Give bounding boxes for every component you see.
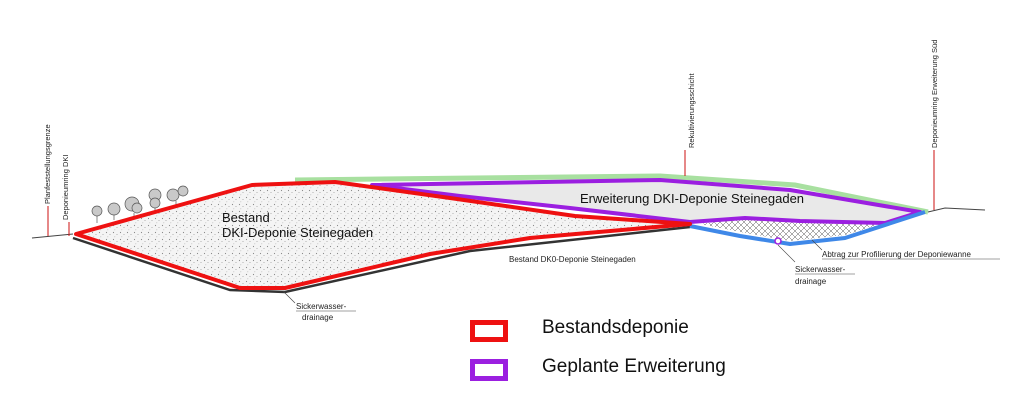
label-deponieumring-dki: Deponieumring DKI: [61, 155, 70, 220]
label-rekultivierungsschicht: Rekultivierungsschicht: [687, 72, 696, 148]
label-deponieumring-sued: Deponieumring Erweiterung Süd: [930, 40, 939, 148]
leader-abtrag: [811, 239, 823, 251]
label-sickerwasser-right-2: drainage: [795, 277, 827, 286]
leader-sickerwasser-left: [282, 290, 296, 304]
basis-abdichtung: [689, 210, 926, 246]
label-sickerwasser-left-1: Sickerwasser-: [296, 302, 347, 311]
abtrag-hatch: [700, 214, 915, 241]
base-layer-bestand: [72, 225, 691, 294]
ground-line-left: [31, 233, 74, 239]
label-bestand-dk0: Bestand DK0-Deponie Steinegaden: [509, 255, 636, 264]
sickerwasser-pipe-right-icon: [774, 237, 782, 245]
legend-item-bestand: Bestandsdeponie: [470, 317, 800, 349]
ground-line-right: [927, 207, 986, 213]
label-bestand-line2: DKI-Deponie Steinegaden: [222, 225, 373, 240]
legend-swatch-bestand: [470, 320, 508, 342]
legend-item-erweiterung: Geplante Erweiterung: [470, 356, 800, 388]
erweiterung-outline: [370, 178, 922, 225]
legend-swatch-erweiterung: [470, 359, 508, 381]
label-planfeststellungsgrenze: Planfeststellungsgrenze: [43, 124, 52, 204]
rekultivierung-layer: [294, 173, 929, 215]
bestand-body: [76, 182, 690, 288]
label-abtrag: Abtrag zur Profilierung der Deponiewanne: [822, 250, 972, 259]
legend-label-bestand: Bestandsdeponie: [542, 317, 689, 338]
label-erweiterung: Erweiterung DKI-Deponie Steinegaden: [580, 191, 804, 206]
label-sickerwasser-left-2: drainage: [302, 313, 334, 322]
bestand-outline: [74, 180, 692, 290]
label-sickerwasser-right-1: Sickerwasser-: [795, 265, 846, 274]
label-bestand-line1: Bestand: [222, 210, 270, 225]
leader-sickerwasser-right: [777, 244, 796, 263]
legend-label-erweiterung: Geplante Erweiterung: [542, 356, 726, 377]
